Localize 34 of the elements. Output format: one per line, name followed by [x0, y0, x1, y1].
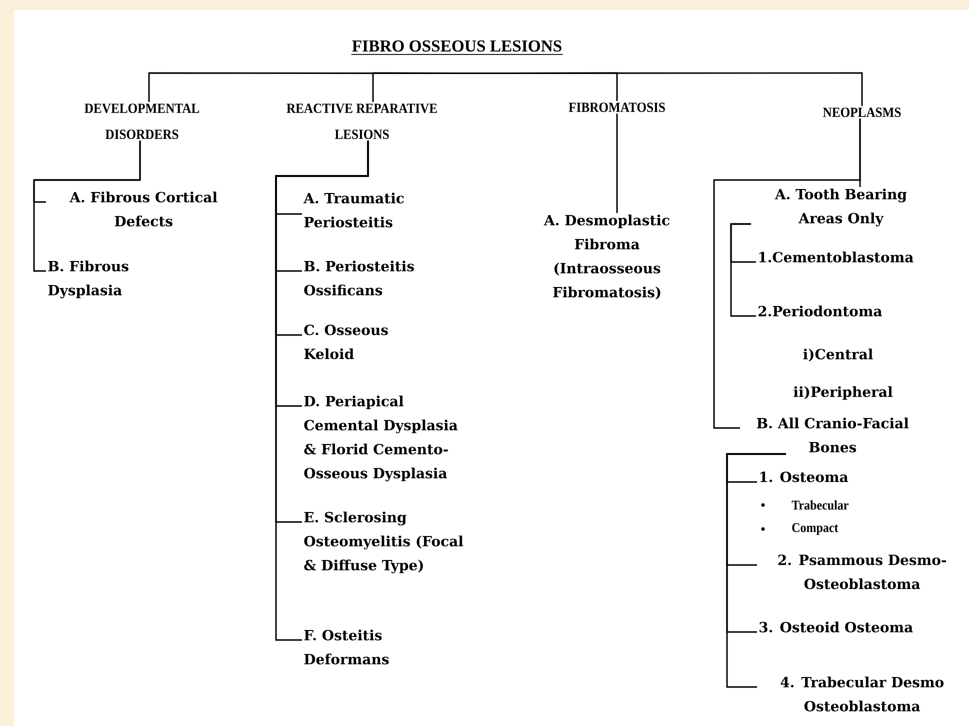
category-heading: FIBROMATOSIS — [568, 102, 665, 112]
connector-line — [730, 223, 756, 317]
list-item: F. Osteitis Deformans — [304, 630, 389, 664]
list-item: A. Tooth Bearing Areas Only — [774, 188, 907, 226]
title: FIBRO OSSEOUS LESIONS — [350, 40, 564, 55]
list-item: B. Periosteitis Ossificans — [304, 260, 414, 296]
list-item: A. Desmoplastic Fibroma (Intraosseous Fibromatosis) — [544, 214, 670, 300]
connector-line — [616, 114, 618, 213]
connector-line — [372, 72, 458, 102]
connector-line — [275, 140, 369, 641]
category-heading: REACTIVE REPARATIVE LESIONS — [286, 104, 437, 140]
list-item: D. Periapical Cemental Dysplasia & Florid Cemento- Osseous Dysplasia — [304, 396, 458, 482]
list-item: C. Osseous Keloid — [304, 324, 388, 360]
connector-line — [457, 72, 863, 106]
connector-line — [33, 140, 141, 272]
sub-item: i)Central — [803, 348, 873, 362]
list-item: 2.Periodontoma — [758, 306, 882, 316]
connector-line — [726, 453, 786, 688]
sub-item: ii)Peripheral — [794, 386, 892, 400]
list-item: 4. Trabecular Desmo Osteoblastoma — [780, 676, 944, 712]
list-item: A. Traumatic Periosteitis — [304, 192, 404, 228]
list-item: B. Fibrous Dysplasia — [48, 260, 128, 298]
bullet-item: Trabecular — [761, 500, 848, 510]
category-heading: DEVELOPMENTAL DISORDERS — [84, 104, 200, 140]
list-item: 3. Osteoid Osteoma — [760, 622, 913, 632]
list-item: E. Sclerosing Osteomyelitis (Focal & Diffuse Type) — [304, 512, 464, 574]
list-item: 1. Osteoma — [760, 472, 848, 482]
category-heading: NEOPLASMS — [823, 108, 901, 118]
list-item: A. Fibrous Cortical Defects — [70, 192, 218, 226]
list-item: B. All Cranio-Facial Bones — [756, 418, 909, 452]
list-item: 2. Psammous Desmo- Osteoblastoma — [778, 554, 946, 590]
bullet-item: Compact — [761, 523, 838, 535]
connector-line — [713, 118, 861, 429]
list-item: 1.Cementoblastoma — [759, 252, 914, 262]
